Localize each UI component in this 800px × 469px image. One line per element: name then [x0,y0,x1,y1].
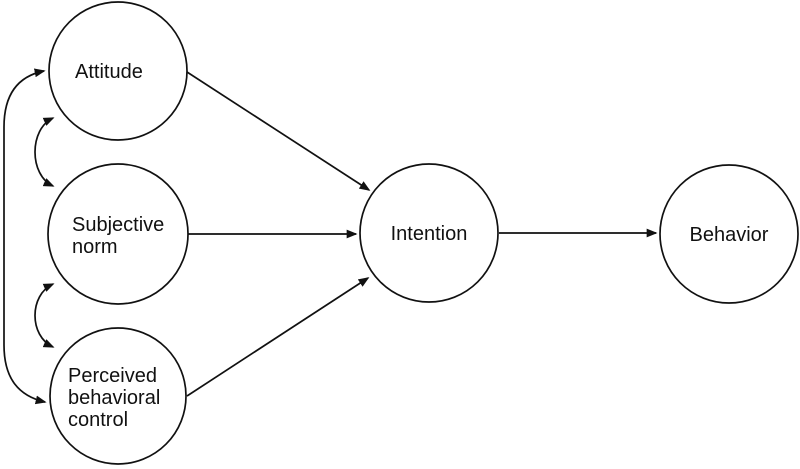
edge-attitude-subjective-norm-correlation [34,117,55,187]
node-subjective-norm-label-line2: norm [72,236,118,258]
edge-attitude-pbc-correlation [3,68,47,405]
node-perceived-behavioral-control [49,327,187,465]
edge-attitude-to-intention [186,71,371,191]
edge-perceived-behavioral-control-to-intention [186,277,370,397]
node-attitude [48,1,188,141]
node-intention-label: Intention [391,223,468,245]
node-subjective-norm-label-line1: Subjective [72,214,164,236]
node-pbc-label-line1: Perceived [68,365,157,387]
node-behavior [659,164,799,304]
edge-subjective-norm-pbc-correlation [34,283,55,348]
node-subjective-norm [47,163,189,305]
node-attitude-label: Attitude [75,61,143,83]
node-intention [359,163,499,303]
node-behavior-label: Behavior [690,224,769,246]
node-pbc-label-line3: control [68,409,128,431]
node-pbc-label-line2: behavioral [68,387,160,409]
